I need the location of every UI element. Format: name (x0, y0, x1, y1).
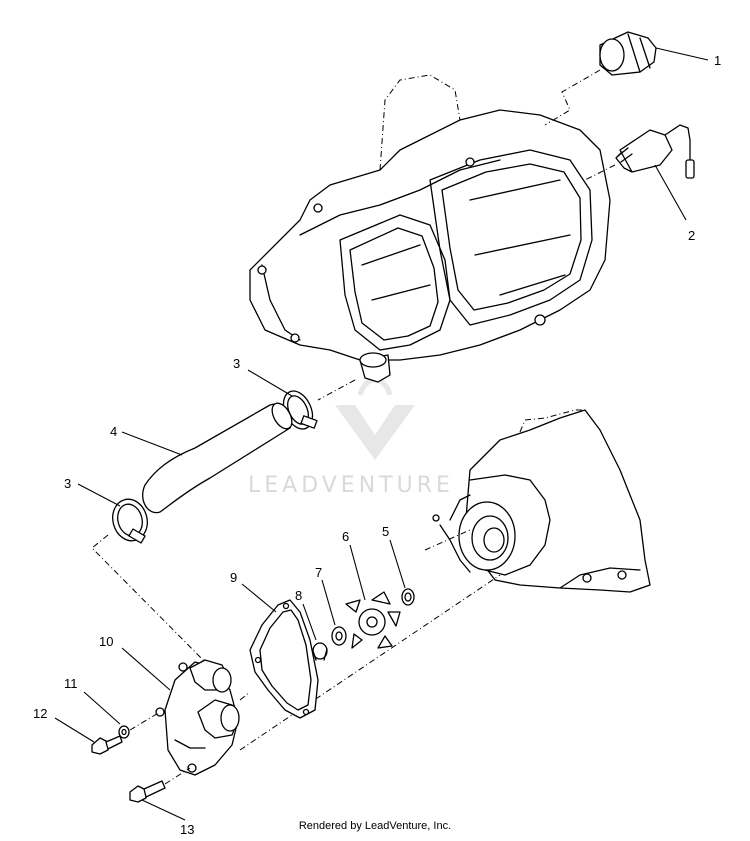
leader-3b (77, 483, 121, 507)
part-12-bolt (91, 735, 123, 755)
callout-8: 8 (295, 588, 302, 603)
cylinder-head (249, 74, 611, 383)
part-5-nut (401, 588, 415, 606)
callout-6: 6 (342, 529, 349, 544)
leader-8 (302, 603, 317, 641)
crankcase (432, 409, 651, 593)
leader-11 (83, 691, 121, 725)
part-4-hose (142, 402, 293, 514)
callout-4: 4 (110, 424, 117, 439)
dash-line-3a (317, 379, 356, 401)
callout-13: 13 (180, 822, 194, 837)
watermark-text: LEADVENTURE (248, 473, 454, 498)
part-1-cap (599, 31, 657, 76)
leader-12 (54, 717, 95, 743)
leader-1 (655, 47, 709, 61)
leader-13 (141, 799, 186, 821)
callout-7: 7 (315, 565, 322, 580)
part-8-seal (312, 642, 328, 661)
callout-9: 9 (230, 570, 237, 585)
dash-line-hose (91, 534, 216, 673)
part-7-washer (331, 626, 347, 646)
dash-line-1 (544, 69, 601, 126)
callout-12: 12 (33, 706, 47, 721)
callout-11: 11 (64, 676, 78, 691)
watermark-logo (335, 377, 415, 460)
part-13-bolt (129, 780, 166, 803)
part-6-impeller (345, 591, 401, 649)
leader-5 (389, 539, 406, 589)
leader-4 (121, 431, 183, 456)
dash-line-crankcase (424, 529, 471, 551)
leader-6 (349, 544, 366, 601)
dash-line-axis (239, 574, 501, 751)
part-10-pump-cover (155, 659, 240, 776)
dash-line-10 (239, 691, 251, 701)
leader-10 (121, 647, 171, 691)
callout-2: 2 (688, 228, 695, 243)
part-11-washer (118, 725, 130, 739)
part-3-clamp-lower (112, 498, 148, 544)
leader-3a (247, 369, 293, 397)
callout-3b: 3 (64, 476, 71, 491)
callout-5: 5 (382, 524, 389, 539)
dash-line-13 (164, 767, 191, 785)
callout-3a: 3 (233, 356, 240, 371)
footer-credit: Rendered by LeadVenture, Inc. (298, 820, 452, 832)
dash-line-2 (584, 164, 616, 181)
callout-10: 10 (99, 634, 113, 649)
leader-2 (654, 164, 687, 221)
leader-9 (241, 583, 277, 613)
callout-1: 1 (714, 53, 721, 68)
leader-7 (321, 579, 336, 626)
dash-line-11 (129, 711, 161, 731)
part-9-gasket (249, 599, 319, 719)
part-2-sensor (615, 124, 695, 179)
